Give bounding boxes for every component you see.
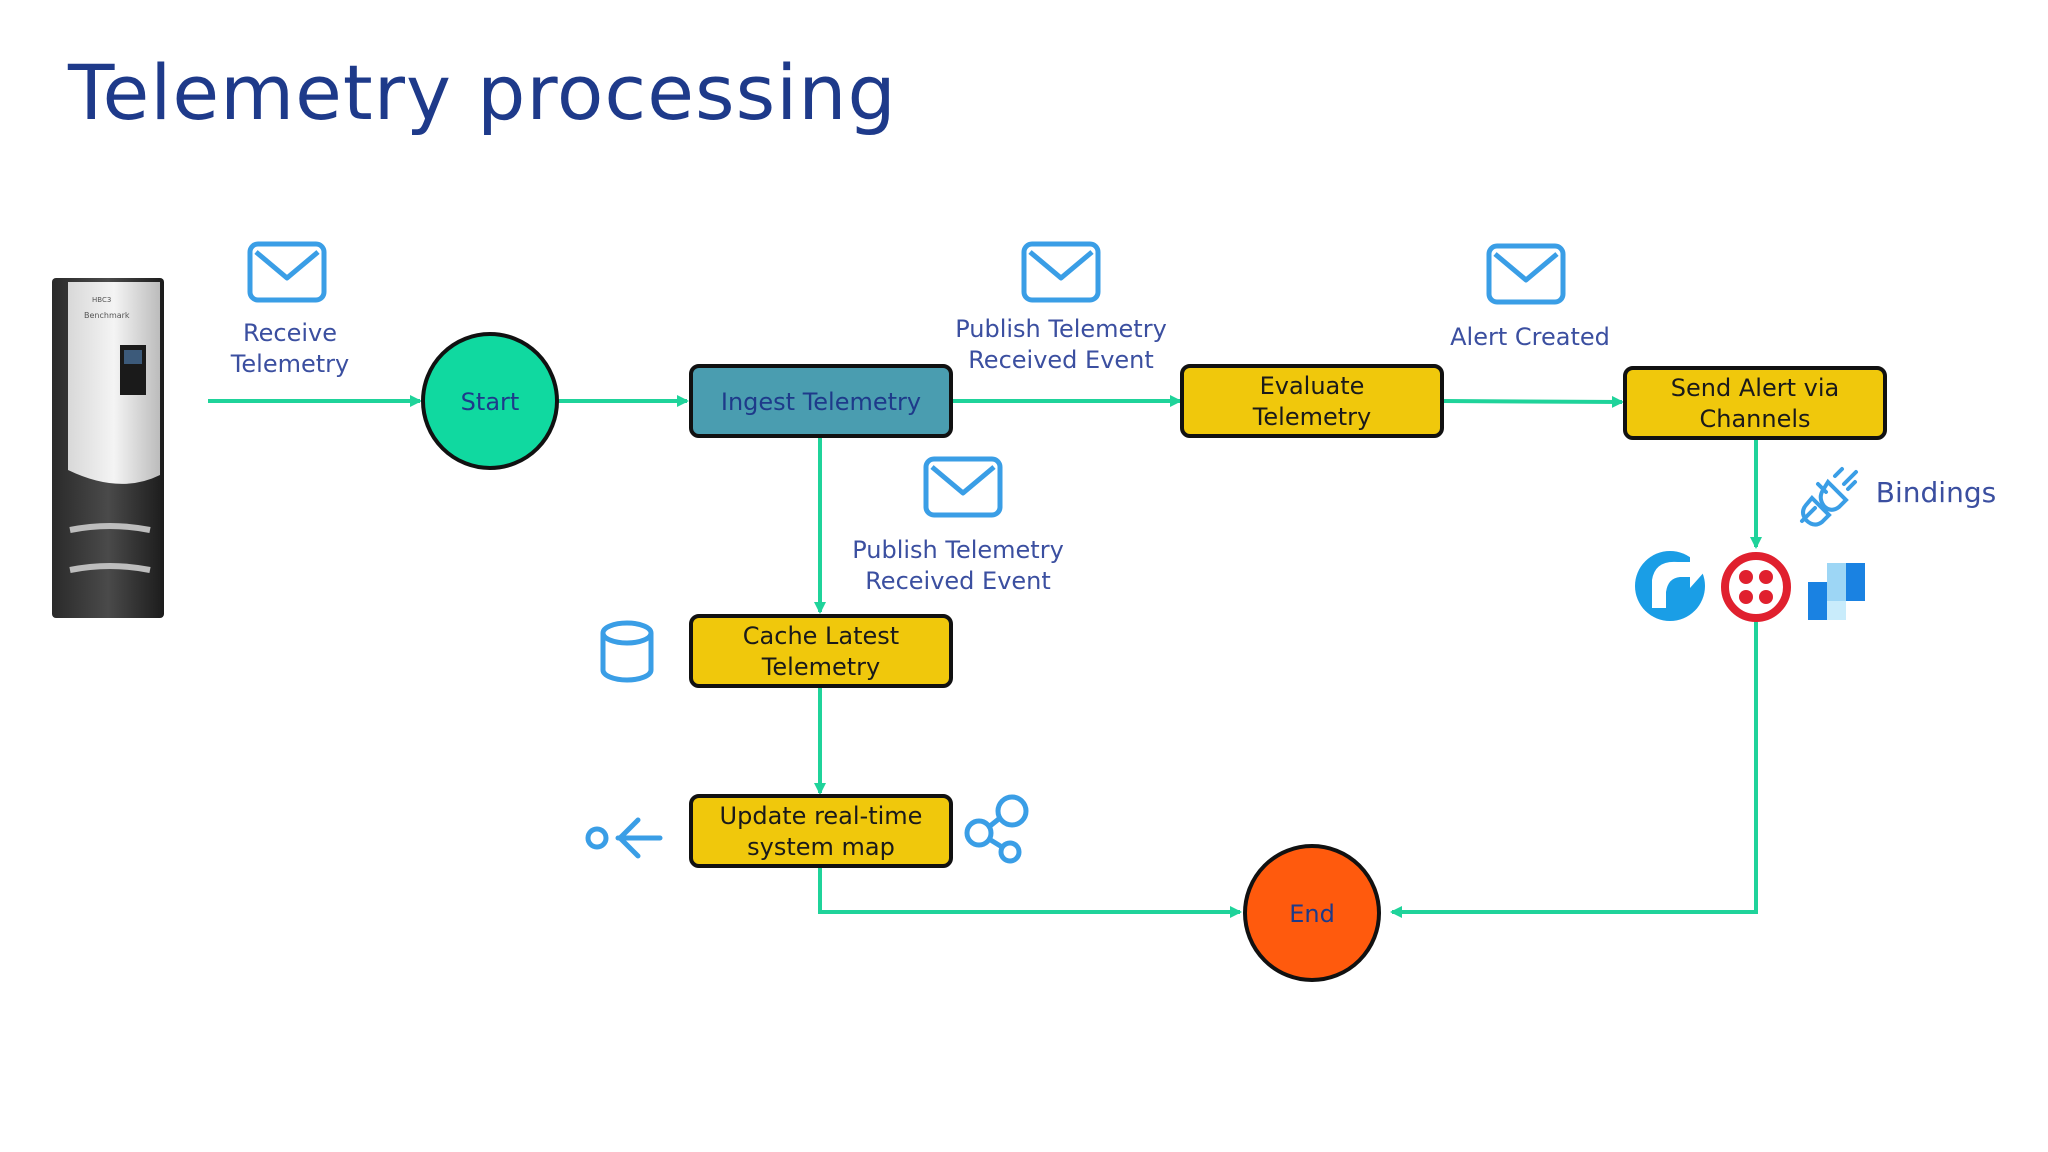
twilio-logo-icon <box>1721 552 1791 622</box>
database-icon <box>600 620 654 683</box>
ingest-label: Ingest Telemetry <box>721 388 921 416</box>
sendgrid-logo-icon <box>1808 563 1865 620</box>
end-label: End <box>1289 900 1335 928</box>
envelope-icon <box>247 241 327 303</box>
page-title: Telemetry processing <box>68 48 897 137</box>
edge-update-end <box>818 866 1242 918</box>
end-node: End <box>1243 844 1381 982</box>
update-map-label-line2: system map <box>747 833 895 861</box>
envelope-icon <box>1486 243 1566 305</box>
publish-top-label-line2: Received Event <box>968 346 1154 374</box>
plug-icon <box>1800 467 1858 527</box>
ingest-telemetry-node: Ingest Telemetry <box>689 364 953 438</box>
publish-mid-label-line1: Publish Telemetry <box>852 536 1064 564</box>
publish-top-label-line1: Publish Telemetry <box>955 315 1167 343</box>
update-map-node: Update real-time system map <box>689 794 953 868</box>
cache-label-line2: Telemetry <box>761 653 880 681</box>
device-brand-line2: Benchmark <box>84 311 130 320</box>
envelope-icon <box>923 456 1003 518</box>
evaluate-label-line1: Evaluate <box>1260 372 1365 400</box>
start-label: Start <box>461 388 520 416</box>
send-alert-label-line1: Send Alert via <box>1671 374 1839 402</box>
share-icon <box>964 794 1029 864</box>
redirect-logo-icon <box>1635 551 1706 621</box>
charging-station-image: HBC3 Benchmark <box>52 278 164 618</box>
output-arrow-icon <box>585 817 663 859</box>
evaluate-label-line2: Telemetry <box>1252 403 1371 431</box>
publish-mid-label-line2: Received Event <box>865 567 1051 595</box>
receive-label-line2: Telemetry <box>230 350 349 378</box>
send-alert-node: Send Alert via Channels <box>1623 366 1887 440</box>
start-node: Start <box>421 332 559 470</box>
receive-label-line1: Receive <box>243 319 337 347</box>
update-map-label-line1: Update real-time <box>720 802 923 830</box>
send-alert-label-line2: Channels <box>1699 405 1810 433</box>
evaluate-telemetry-node: Evaluate Telemetry <box>1180 364 1444 438</box>
edge-evaluate-send <box>1441 395 1624 408</box>
cache-telemetry-node: Cache Latest Telemetry <box>689 614 953 688</box>
device-brand-line1: HBC3 <box>92 296 111 304</box>
alert-created-label: Alert Created <box>1450 323 1610 351</box>
edge-channels-end <box>1390 620 1758 918</box>
envelope-icon <box>1021 241 1101 303</box>
cache-label-line1: Cache Latest <box>743 622 899 650</box>
bindings-label: Bindings <box>1876 476 1996 509</box>
